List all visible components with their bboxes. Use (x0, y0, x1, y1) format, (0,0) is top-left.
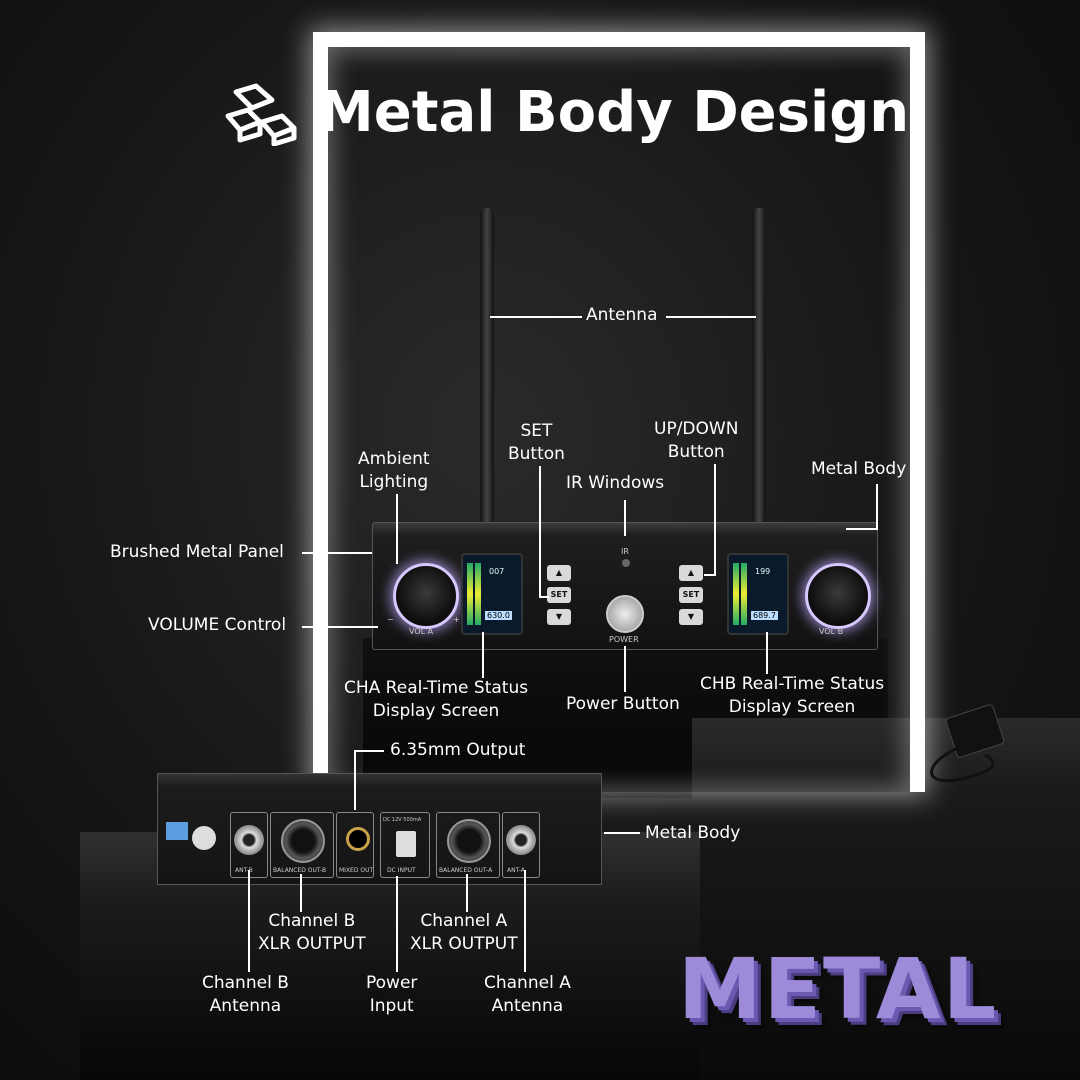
metal-bars-icon (225, 83, 297, 146)
chb-down-button[interactable]: ▼ (679, 609, 703, 625)
lcd-a-channel: 007 (489, 567, 505, 576)
ir-windows-label: IR Windows (566, 473, 665, 493)
power-button[interactable] (606, 595, 644, 633)
qc-pass-badge (192, 826, 216, 850)
vol-b-label: VOL B (819, 627, 844, 636)
volume-control-label: VOLUME Control (148, 615, 287, 635)
cha-down-button[interactable]: ▼ (547, 609, 571, 625)
ant-b-connector[interactable] (234, 825, 264, 855)
chb-set-button[interactable]: SET (679, 587, 703, 603)
metal-body-front-line (876, 484, 878, 530)
cha-antenna-line (524, 870, 526, 972)
chb-antenna-label: Channel B Antenna (202, 973, 289, 1016)
cha-display-screen: 007 630.0 (461, 553, 523, 635)
qc-sticker (166, 822, 188, 840)
lcd-b-channel: 199 (755, 567, 771, 576)
jack-635-connector[interactable] (346, 827, 370, 851)
volume-b-knob[interactable] (805, 563, 871, 629)
set-line-h (539, 596, 549, 598)
updown-button-label: UP/DOWN Button (654, 419, 739, 462)
chb-xlr-line (300, 874, 302, 912)
lcd-b-frequency: 689.7 (751, 611, 778, 620)
dc-input-label: DC INPUT (387, 867, 416, 874)
xlr-b-connector[interactable] (281, 819, 325, 863)
metal-body-rear-line (604, 832, 640, 834)
vol-a-label: VOL A (409, 627, 434, 636)
chb-display-label: CHB Real-Time Status Display Screen (700, 674, 885, 717)
updown-line (714, 464, 716, 574)
power-label: POWER (609, 635, 639, 644)
ir-window (622, 559, 630, 567)
receiver-front-panel: VOL A − + 007 630.0 ▲ SET ▼ IR POWER ▲ S… (372, 522, 878, 650)
updown-line-h (704, 574, 716, 576)
set-button-label: SET Button (508, 421, 565, 464)
cha-antenna-label: Channel A Antenna (484, 973, 571, 1016)
metal-body-front-line-h (846, 528, 878, 530)
mixed-out-box: MIXED OUT (336, 812, 374, 878)
minus-a: − (387, 615, 394, 624)
antenna-label: Antenna (586, 305, 658, 325)
bal-b-box: BALANCED OUT-B (270, 812, 334, 878)
dc-jack-connector[interactable] (396, 831, 416, 857)
ir-line (624, 500, 626, 536)
cha-display-label: CHA Real-Time Status Display Screen (344, 678, 529, 721)
ambient-line (396, 494, 398, 564)
neon-frame (313, 32, 925, 792)
ant-b-box: ANT-B (230, 812, 268, 878)
ir-label: IR (621, 547, 629, 556)
bal-b-label: BALANCED OUT-B (273, 867, 327, 874)
bal-a-label: BALANCED OUT-A (439, 867, 493, 874)
antenna-line-right (666, 316, 756, 318)
output-635-label: 6.35mm Output (390, 740, 526, 760)
power-line (624, 646, 626, 692)
mixed-out-label: MIXED OUT (339, 867, 374, 874)
cha-display-line (482, 632, 484, 678)
cha-up-button[interactable]: ▲ (547, 565, 571, 581)
cha-xlr-line (466, 874, 468, 912)
ant-a-box: ANT-A (502, 812, 540, 878)
pedestal-right (692, 718, 1080, 1080)
output-635-line-h (354, 750, 384, 752)
metal-body-rear-label: Metal Body (645, 823, 741, 843)
antenna-left (480, 208, 494, 522)
page-title: Metal Body Design (318, 80, 910, 145)
chb-xlr-label: Channel B XLR OUTPUT (258, 911, 366, 954)
ant-b-label: ANT-B (235, 867, 253, 874)
cha-set-button[interactable]: SET (547, 587, 571, 603)
brushed-line (302, 552, 372, 554)
ant-a-connector[interactable] (506, 825, 536, 855)
plus-a: + (453, 615, 460, 624)
chb-display-screen: 199 689.7 (727, 553, 789, 635)
receiver-rear-panel: ANT-B BALANCED OUT-B MIXED OUT DC 12V 50… (157, 773, 602, 885)
ambient-lighting-label: Ambient Lighting (358, 449, 430, 492)
volume-line (302, 626, 378, 628)
power-input-label: Power Input (366, 973, 418, 1016)
brushed-panel-label: Brushed Metal Panel (110, 542, 284, 562)
dc-spec-label: DC 12V 500mA (383, 817, 422, 823)
antenna-right (752, 208, 766, 522)
power-button-label: Power Button (566, 694, 680, 714)
adapter-cable (930, 743, 995, 783)
output-635-line (354, 750, 356, 810)
bal-a-box: BALANCED OUT-A (436, 812, 500, 878)
chb-display-line (766, 632, 768, 674)
metal-badge: METAL (678, 940, 999, 1038)
power-input-line (396, 876, 398, 972)
cha-xlr-label: Channel A XLR OUTPUT (410, 911, 518, 954)
chb-antenna-line (248, 870, 250, 972)
dc-input-box: DC 12V 500mA DC INPUT (380, 812, 430, 878)
set-line (539, 466, 541, 598)
volume-a-knob[interactable] (393, 563, 459, 629)
metal-body-front-label: Metal Body (811, 459, 907, 479)
xlr-a-connector[interactable] (447, 819, 491, 863)
chb-up-button[interactable]: ▲ (679, 565, 703, 581)
lcd-a-frequency: 630.0 (485, 611, 512, 620)
antenna-line-left (490, 316, 582, 318)
ant-a-label: ANT-A (507, 867, 525, 874)
